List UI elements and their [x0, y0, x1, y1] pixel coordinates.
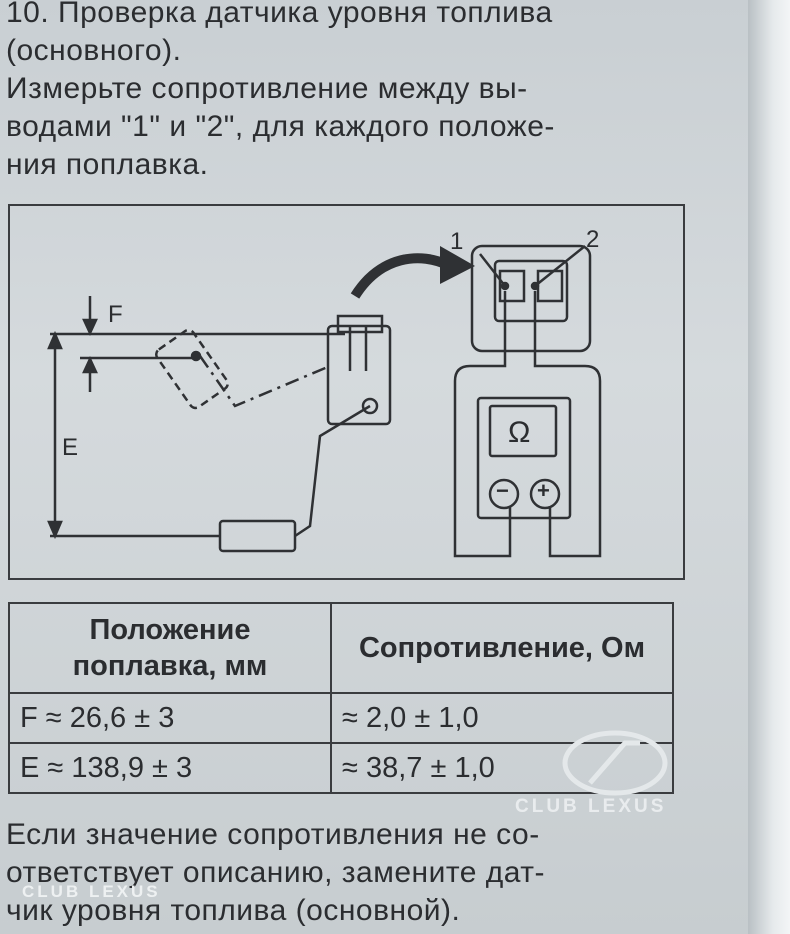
resistance-table: Положение поплавка, мм Сопротивление, Ом…	[8, 602, 674, 794]
e-label: E	[62, 434, 79, 461]
float-arm-dashed	[198, 355, 331, 408]
watermark-text: CLUB LEXUS	[515, 796, 667, 817]
lexus-logo-watermark	[562, 730, 668, 796]
plus-icon: +	[537, 478, 550, 503]
table-header-row: Положение поплавка, мм Сопротивление, Ом	[8, 602, 674, 694]
terminal-1-label: 1	[450, 228, 464, 255]
float-upper	[155, 328, 229, 410]
book-spine	[748, 0, 790, 934]
terminal-2-label: 2	[586, 226, 600, 253]
instruction-line: 10. Проверка датчика уровня топлива	[6, 0, 553, 29]
table-cell: E ≈ 138,9 ± 3	[8, 742, 332, 794]
conclusion-text: Если значение сопротивления не со- ответ…	[6, 816, 696, 930]
float-arm	[294, 404, 371, 538]
sender-body	[326, 324, 392, 426]
minus-icon: −	[496, 478, 509, 503]
instruction-text: 10. Проверка датчика уровня топлива (осн…	[6, 0, 686, 184]
table-cell: F ≈ 26,6 ± 3	[8, 692, 332, 744]
conclusion-line: чик уровня топлива (основной).	[6, 894, 461, 927]
column-header: Сопротивление, Ом	[330, 602, 674, 694]
conclusion-line: Если значение сопротивления не со-	[6, 818, 540, 851]
probe-wire-2	[533, 291, 602, 558]
instruction-line: водами "1" и "2", для каждого положе-	[6, 110, 555, 143]
curved-arrow	[350, 253, 453, 299]
conclusion-line: ответствует описанию, замените дат-	[6, 856, 546, 889]
f-label: F	[108, 301, 123, 328]
plus-terminal	[529, 478, 561, 510]
instruction-line: (основного).	[6, 34, 182, 67]
instruction-line: Измерьте сопротивление между вы-	[6, 72, 528, 105]
diagram-drawing	[47, 244, 602, 558]
minus-terminal	[488, 478, 520, 510]
fuel-sender-diagram: F E 1 2 Ω − +	[8, 204, 685, 580]
probe-wire-1	[453, 291, 512, 558]
column-header: Положение поплавка, мм	[8, 602, 332, 694]
float-lower	[218, 519, 297, 553]
ohmmeter	[476, 396, 572, 520]
ohm-icon: Ω	[508, 416, 531, 449]
table-row: F ≈ 26,6 ± 3 ≈ 2,0 ± 1,0	[8, 692, 674, 744]
instruction-line: ния поплавка.	[6, 148, 209, 181]
connector	[470, 244, 592, 353]
watermark-text: CLUB LEXUS	[22, 882, 161, 901]
